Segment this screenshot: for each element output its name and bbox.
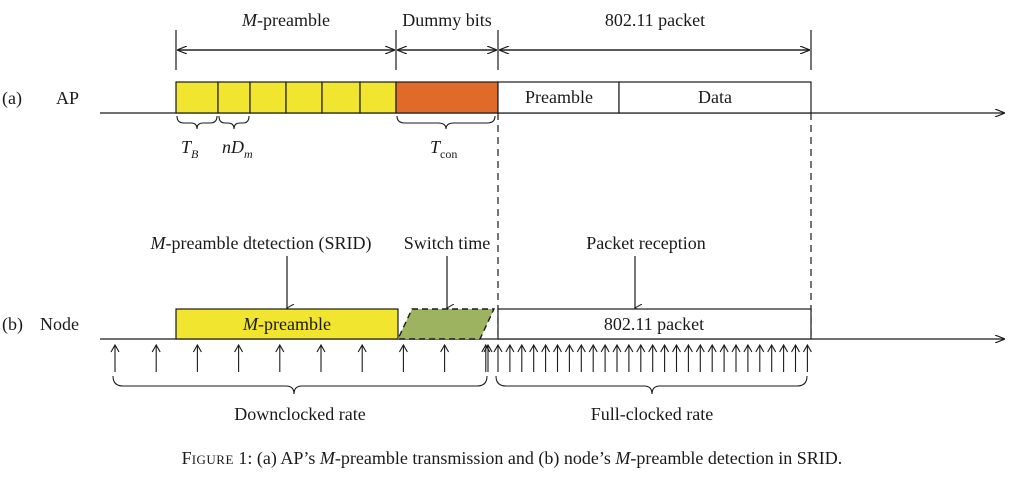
clock-tick-13 <box>505 343 515 372</box>
clock-tick-25 <box>648 343 658 372</box>
dummy-bits-block <box>395 81 499 114</box>
preamble-block-1 <box>175 81 219 114</box>
clock-tick-28 <box>683 343 693 372</box>
dummy-bits-label: Dummy bits <box>402 10 492 30</box>
clock-tick-3 <box>192 343 202 372</box>
clock-ticks <box>110 343 812 372</box>
clock-tick-17 <box>553 343 562 372</box>
clock-tick-35 <box>767 343 777 372</box>
ndm-label: nDm <box>222 137 253 161</box>
clock-tick-1 <box>110 343 120 372</box>
bottom-braces <box>112 375 808 395</box>
clock-tick-27 <box>672 343 681 372</box>
clock-tick-2 <box>151 343 161 372</box>
preamble-block-5 <box>321 81 361 114</box>
preamble-box-label: Preamble <box>525 87 593 107</box>
clock-tick-4 <box>234 343 244 372</box>
packet-span-label: 802.11 packet <box>605 10 705 30</box>
clock-tick-36 <box>779 343 789 372</box>
clock-tick-32 <box>731 343 741 372</box>
clock-tick-34 <box>755 343 765 372</box>
callout-arrows <box>287 256 635 308</box>
top-span-arrows <box>175 30 812 70</box>
clock-tick-8 <box>398 343 408 372</box>
dashed-guides <box>497 113 812 340</box>
clock-tick-6 <box>316 343 326 372</box>
figure-caption: FIGURE 1: (a) AP’s M-preamble transmissi… <box>182 448 843 469</box>
row-label-a: (a) <box>2 88 22 109</box>
clock-tick-37 <box>791 343 800 372</box>
m-preamble-box <box>175 308 399 340</box>
m-preamble-span-label: M-preamble <box>241 10 330 30</box>
data-box-label: Data <box>698 87 732 107</box>
data-box <box>618 81 812 114</box>
packet-reception-label: Packet reception <box>586 233 705 253</box>
switch-time-block <box>396 308 496 340</box>
downclocked-rate-label: Downclocked rate <box>234 404 365 424</box>
clock-tick-38 <box>802 343 812 372</box>
preamble-box <box>497 81 620 114</box>
clock-tick-14 <box>517 343 527 372</box>
row-label-b: (b) <box>2 314 23 335</box>
clock-tick-23 <box>624 343 634 372</box>
m-preamble-blocks <box>175 81 397 114</box>
clock-tick-21 <box>600 343 610 372</box>
m-preamble-box-label: M-preamble <box>242 314 331 334</box>
clock-tick-12 <box>493 343 503 372</box>
clock-tick-18 <box>564 343 574 372</box>
ap-label: AP <box>56 88 79 108</box>
top-braces <box>176 115 496 130</box>
packet-box <box>497 308 812 340</box>
clock-tick-29 <box>695 343 705 372</box>
preamble-block-2 <box>217 81 251 114</box>
clock-tick-16 <box>541 343 551 372</box>
clock-tick-19 <box>576 343 586 372</box>
preamble-block-6 <box>359 81 397 114</box>
clock-tick-9 <box>440 343 450 372</box>
fullclocked-rate-label: Full-clocked rate <box>591 404 713 424</box>
node-label: Node <box>40 314 79 334</box>
tcon-label: Tcon <box>430 137 457 161</box>
clock-tick-31 <box>719 343 729 372</box>
packet-box-label: 802.11 packet <box>604 314 704 334</box>
clock-tick-20 <box>588 343 598 372</box>
clock-tick-22 <box>612 343 622 372</box>
clock-tick-7 <box>357 343 367 372</box>
tb-label: TB <box>181 137 199 161</box>
clock-tick-30 <box>707 343 717 372</box>
preamble-block-4 <box>285 81 323 114</box>
clock-tick-11 <box>483 343 493 372</box>
detection-label: M-preamble dtetection (SRID) <box>150 233 372 254</box>
switch-time-label: Switch time <box>404 233 491 253</box>
preamble-block-3 <box>249 81 287 114</box>
clock-tick-5 <box>275 343 285 372</box>
clock-tick-15 <box>529 343 539 372</box>
clock-tick-33 <box>743 343 753 372</box>
clock-tick-26 <box>660 343 670 372</box>
clock-tick-24 <box>636 343 646 372</box>
